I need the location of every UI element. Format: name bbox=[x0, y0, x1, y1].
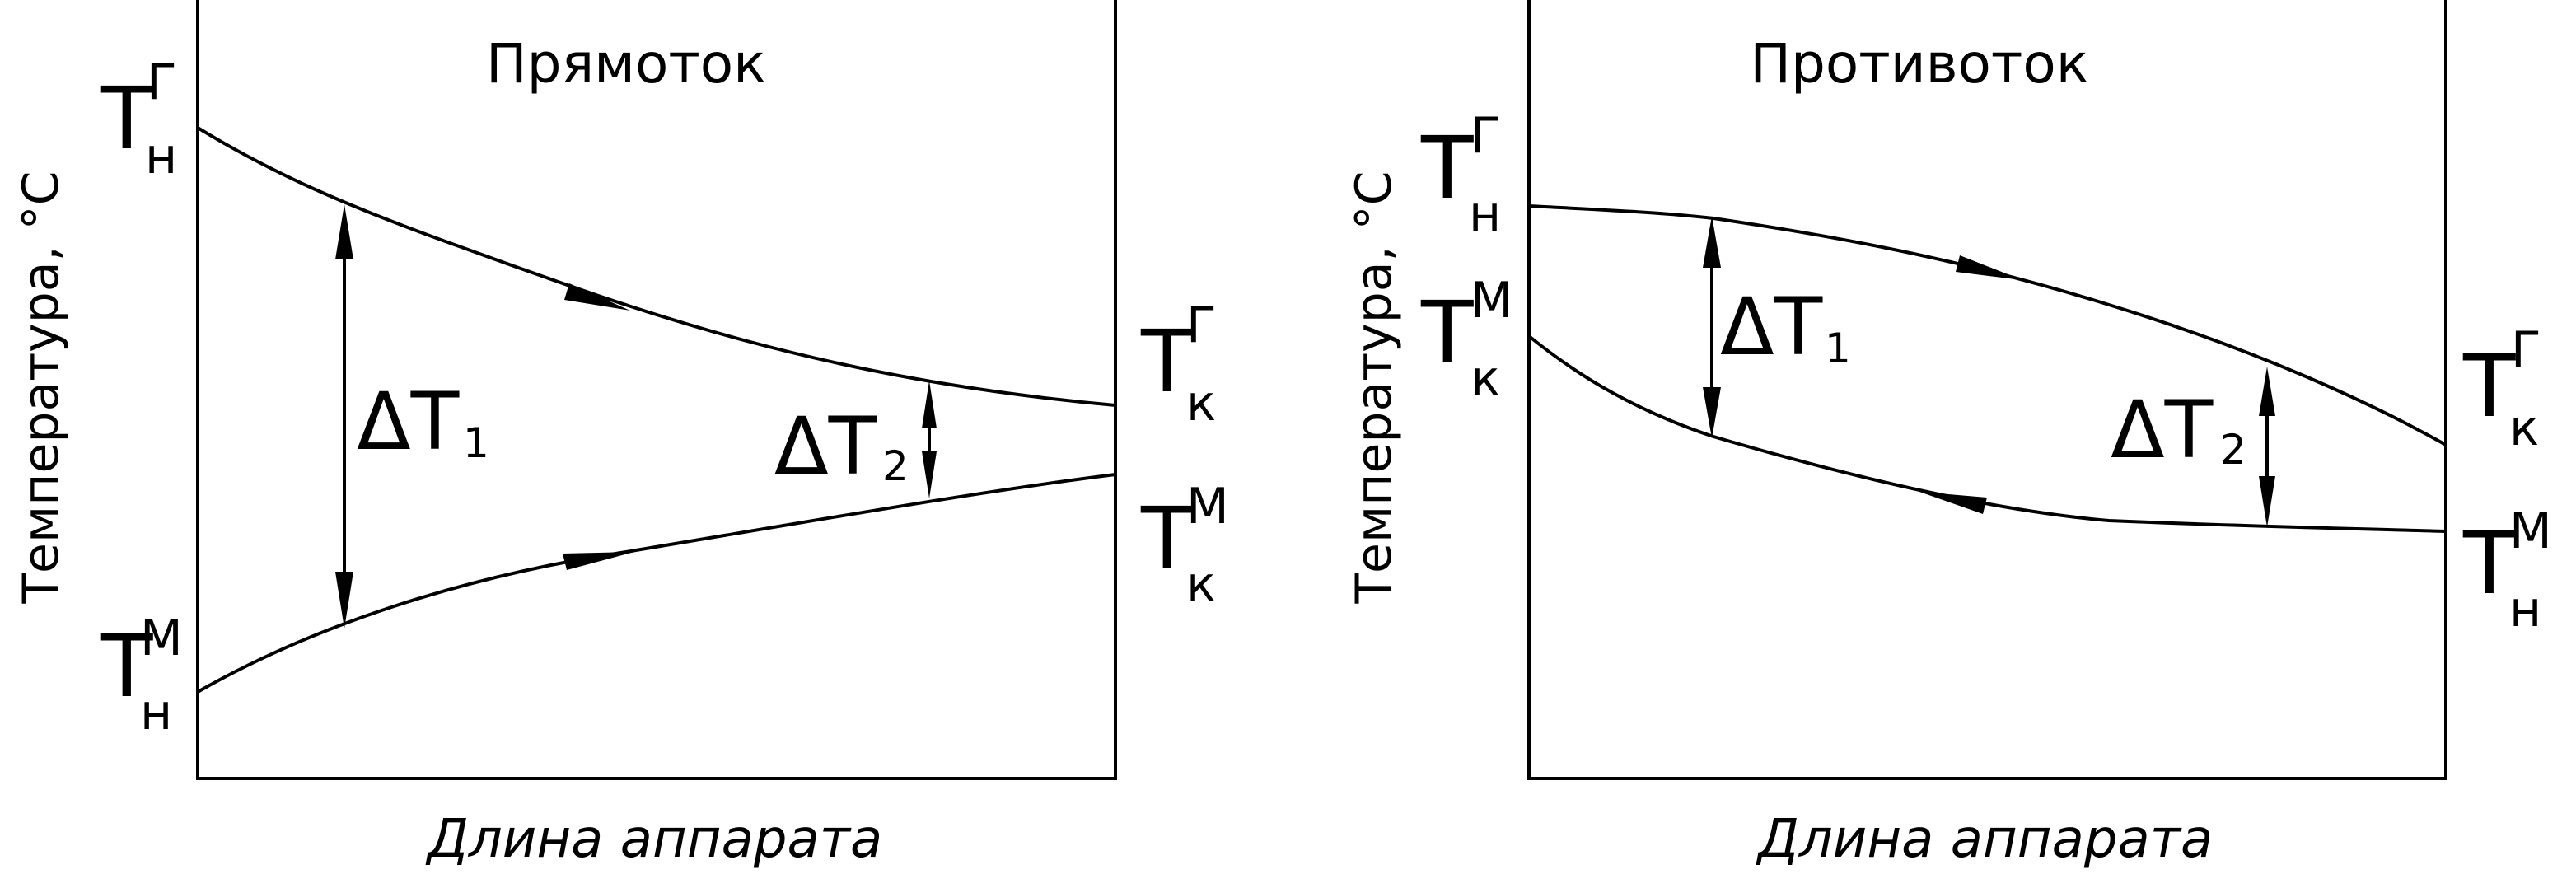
hot-fluid-curve bbox=[196, 126, 1116, 407]
svg-text:Г: Г bbox=[1186, 297, 1217, 354]
cold-fluid-curve bbox=[1527, 334, 2447, 533]
delta-t2-label: ΔT 2 bbox=[774, 400, 909, 493]
hot-flow-arrow bbox=[564, 283, 630, 311]
svg-text:н: н bbox=[1469, 185, 1501, 243]
panel-title: Прямоток bbox=[486, 32, 766, 96]
panel-title: Противоток bbox=[1750, 32, 2088, 96]
panel-parallel-flow: Прямоток Длина аппарата Температура, °С … bbox=[12, 0, 1229, 870]
svg-text:2: 2 bbox=[2220, 426, 2246, 474]
x-axis-label: Длина аппарата bbox=[1756, 809, 2213, 870]
svg-text:T: T bbox=[2462, 513, 2516, 614]
svg-text:н: н bbox=[140, 684, 172, 741]
svg-text:к: к bbox=[1186, 375, 1216, 432]
panel-counter-flow: Противоток Длина аппарата Температура, °… bbox=[1345, 0, 2552, 870]
label-hot-inlet: T Г н bbox=[100, 54, 177, 185]
svg-text:ΔT: ΔT bbox=[1720, 281, 1823, 373]
svg-text:ΔT: ΔT bbox=[774, 400, 877, 493]
svg-text:1: 1 bbox=[463, 419, 489, 467]
delta-t2-label: ΔT 2 bbox=[2111, 384, 2246, 476]
svg-text:T: T bbox=[100, 68, 153, 169]
label-cold-inlet: T М н bbox=[2462, 502, 2552, 638]
y-axis-label: Температура, °С bbox=[1345, 171, 1403, 604]
svg-text:к: к bbox=[1186, 556, 1216, 614]
svg-text:М: М bbox=[1186, 478, 1229, 535]
svg-text:2: 2 bbox=[882, 442, 909, 490]
label-cold-outlet: T М к bbox=[1140, 478, 1229, 614]
label-hot-outlet: T Г к bbox=[2462, 321, 2541, 457]
svg-text:н: н bbox=[145, 128, 177, 185]
svg-text:Г: Г bbox=[147, 54, 177, 111]
label-hot-inlet: T Г н bbox=[1420, 107, 1501, 243]
svg-text:T: T bbox=[1140, 488, 1194, 589]
x-axis-label: Длина аппарата bbox=[425, 809, 882, 870]
label-cold-inlet: T М н bbox=[100, 610, 183, 741]
svg-text:T: T bbox=[1420, 118, 1474, 218]
svg-text:М: М bbox=[2509, 502, 2552, 560]
delta-t1-label: ΔT 1 bbox=[357, 376, 489, 468]
svg-text:ΔT: ΔT bbox=[357, 376, 460, 468]
cold-flow-arrow bbox=[1919, 492, 1987, 514]
svg-text:к: к bbox=[1470, 350, 1500, 408]
svg-text:М: М bbox=[1470, 272, 1513, 330]
cold-flow-arrow bbox=[563, 552, 634, 570]
label-cold-outlet: T М к bbox=[1420, 272, 1513, 408]
svg-text:T: T bbox=[1420, 283, 1474, 383]
svg-text:н: н bbox=[2509, 581, 2541, 638]
svg-text:T: T bbox=[1140, 311, 1194, 412]
delta-t2-arrow bbox=[2259, 367, 2275, 527]
svg-text:T: T bbox=[2462, 336, 2516, 437]
hot-flow-arrow bbox=[1956, 255, 2022, 280]
svg-text:Г: Г bbox=[1470, 107, 1501, 165]
svg-text:1: 1 bbox=[1825, 325, 1851, 372]
y-axis-label: Температура, °С bbox=[12, 171, 70, 604]
delta-t2-arrow bbox=[922, 381, 937, 498]
svg-text:М: М bbox=[140, 610, 183, 667]
hot-fluid-curve bbox=[1528, 204, 2447, 446]
delta-t1-arrow bbox=[1703, 216, 1721, 438]
label-hot-outlet: T Г к bbox=[1140, 297, 1217, 432]
delta-t1-arrow bbox=[335, 204, 353, 629]
svg-text:T: T bbox=[100, 616, 153, 717]
svg-text:Г: Г bbox=[2511, 321, 2541, 379]
svg-text:ΔT: ΔT bbox=[2111, 384, 2214, 476]
delta-t1-label: ΔT 1 bbox=[1720, 281, 1851, 373]
svg-text:к: к bbox=[2509, 400, 2539, 457]
cold-fluid-curve bbox=[197, 473, 1116, 694]
